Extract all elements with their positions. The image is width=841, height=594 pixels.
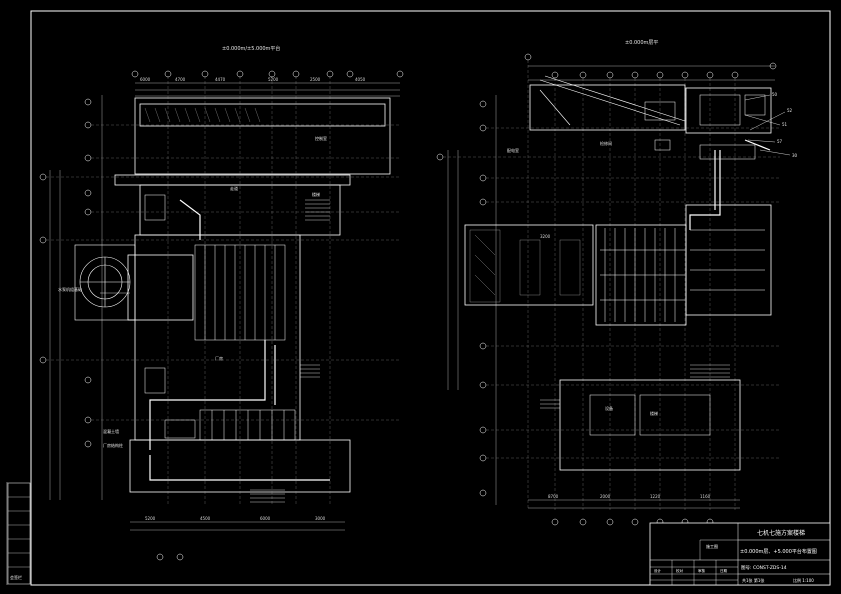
rev-cell: 校对 <box>676 568 684 573</box>
leader-label: 厂房结构柱 <box>103 442 123 448</box>
room-label: 厂房 <box>215 355 223 361</box>
left-bottom-dimensions <box>130 521 345 531</box>
dim-text: 3200 <box>540 234 551 239</box>
leader-number: 52 <box>787 108 793 113</box>
rev-cell: 审核 <box>698 568 706 573</box>
room-label: 检修间 <box>600 140 612 146</box>
left-pump-rows <box>194 244 296 441</box>
room-label: 楼梯 <box>312 191 320 197</box>
right-pump-grid <box>600 228 765 322</box>
right-hatched-frame <box>469 229 581 303</box>
left-leaders: 水泵机组基础 混凝土墙 厂房结构柱 <box>58 286 130 448</box>
left-plan-title: ±0.000m/±5.000m平台 <box>222 45 280 52</box>
room-label: 楼梯 <box>650 410 658 416</box>
left-stairs <box>250 199 330 503</box>
drawing-title: ±0.000m层、+5.000平台布置图 <box>740 548 817 555</box>
leader-number: 30 <box>792 153 798 158</box>
left-hatched-beam <box>144 107 261 123</box>
rev-cell: 日期 <box>720 568 728 573</box>
scale-label: 比例 1:100 <box>793 577 814 583</box>
right-top-dimensions <box>528 65 775 81</box>
dim-text: 4050 <box>355 77 366 82</box>
project-name: 七机七施方案楼梯 <box>757 529 805 537</box>
dim-text: 5200 <box>268 77 279 82</box>
left-circular-tank <box>74 244 136 321</box>
left-bottom-dim-texts: 5200 4500 6000 3000 <box>145 516 326 521</box>
right-leader-numbers: 50 51 57 52 30 <box>744 92 798 158</box>
left-side-dimensions <box>49 95 103 500</box>
room-label: 走道 <box>230 185 238 191</box>
left-room-labels: 楼梯 走道 厂房 控制室 <box>215 135 327 361</box>
left-plan: ±0.000m/±5.000m平台 6000 4700 4470 5200 25… <box>39 45 404 561</box>
dim-text: 3000 <box>315 516 326 521</box>
stage-label: 施工图 <box>706 543 718 549</box>
room-label: 控制室 <box>315 135 327 141</box>
countersign-strip <box>7 482 31 585</box>
title-block-frame <box>649 522 831 586</box>
left-bottom-axis-bubbles <box>156 553 184 561</box>
right-plan: ±0.000m层平 <box>436 40 798 526</box>
dim-text: 1220 <box>650 494 661 499</box>
leader-number: 57 <box>777 139 783 144</box>
countersign-grid <box>8 496 30 568</box>
leader-number: 50 <box>772 92 778 97</box>
right-bottom-dim-texts: 8700 2000 1220 1160 3200 <box>540 234 711 499</box>
right-grid-lines <box>443 60 780 510</box>
right-building-walls <box>464 84 772 471</box>
dim-text: 2500 <box>310 77 321 82</box>
right-side-dimensions <box>447 95 497 505</box>
room-label: 设备 <box>605 405 613 411</box>
dim-text: 4470 <box>215 77 226 82</box>
dim-text: 4500 <box>200 516 211 521</box>
right-stairs <box>540 364 730 409</box>
rev-cell: 设计 <box>654 568 662 573</box>
left-equipment <box>144 194 196 439</box>
leader-label: 混凝土墙 <box>103 428 119 434</box>
left-pipes <box>149 199 330 481</box>
right-room-labels: 配电室 检修间 设备 楼梯 <box>507 140 658 416</box>
dim-text: 6000 <box>260 516 271 521</box>
room-label: 配电室 <box>507 147 519 153</box>
title-block: 七机七施方案楼梯 ±0.000m层、+5.000平台布置图 图号: CONST-… <box>649 522 831 586</box>
dim-text: 4700 <box>175 77 186 82</box>
left-top-dimensions <box>135 82 400 97</box>
left-top-dim-texts: 6000 4700 4470 5200 2500 4050 <box>140 77 366 82</box>
right-plan-title: ±0.000m层平 <box>625 40 658 46</box>
dim-text: 6000 <box>140 77 151 82</box>
leader-number: 51 <box>782 122 788 127</box>
right-conveyor <box>539 75 686 126</box>
leader-label: 水泵机组基础 <box>58 286 82 292</box>
countersign-label: 会签栏 <box>10 574 22 580</box>
right-pipes <box>689 139 771 230</box>
sheet-label: 共1张 第1张 <box>742 577 764 583</box>
dim-text: 5200 <box>145 516 156 521</box>
right-bottom-dimensions <box>528 499 740 509</box>
drawing-number: 图号: CONST-ZDS-14 <box>741 565 787 571</box>
inner-frame <box>30 10 831 586</box>
dim-text: 1160 <box>700 494 711 499</box>
right-equipment <box>589 94 766 436</box>
dim-text: 8700 <box>548 494 559 499</box>
dim-text: 2000 <box>600 494 611 499</box>
